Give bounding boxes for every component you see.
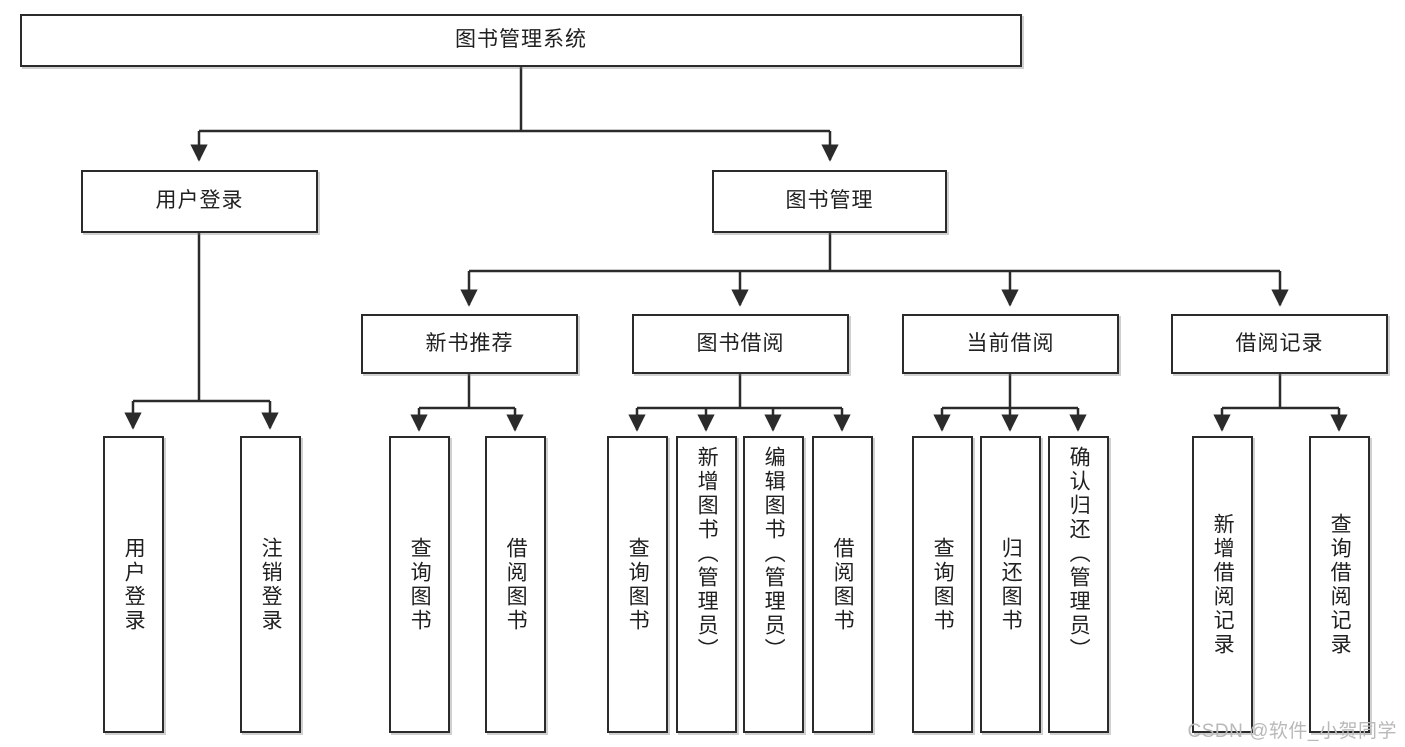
- leaf-return-book[interactable]: 归还图书: [980, 436, 1041, 733]
- leaf-query-book-2-label: 查询图书: [626, 536, 650, 633]
- leaf-user-login-label: 用户登录: [122, 536, 146, 633]
- node-current-borrow-label: 当前借阅: [966, 331, 1055, 355]
- leaf-borrow-book-2[interactable]: 借阅图书: [812, 436, 873, 733]
- leaf-logout-label: 注销登录: [259, 536, 283, 633]
- node-book-manage-label: 图书管理: [785, 189, 874, 213]
- node-book-manage[interactable]: 图书管理: [712, 170, 947, 233]
- leaf-add-record[interactable]: 新增借阅记录: [1192, 436, 1253, 733]
- watermark: CSDN @软件_小贺同学: [1187, 721, 1397, 742]
- node-book-borrow[interactable]: 图书借阅: [632, 314, 849, 374]
- leaf-query-book-3-label: 查询图书: [931, 536, 955, 633]
- leaf-borrow-book-2-label: 借阅图书: [831, 536, 855, 633]
- leaf-query-book-1[interactable]: 查询图书: [389, 436, 450, 733]
- node-root-label: 图书管理系统: [455, 28, 587, 52]
- leaf-return-book-label: 归还图书: [999, 536, 1023, 633]
- node-book-borrow-label: 图书借阅: [696, 331, 785, 355]
- leaf-add-book[interactable]: 新增图书（管理员）: [676, 436, 737, 733]
- leaf-query-record-label: 查询借阅记录: [1328, 512, 1352, 657]
- leaf-logout[interactable]: 注销登录: [240, 436, 301, 733]
- node-current-borrow[interactable]: 当前借阅: [902, 314, 1119, 374]
- leaf-confirm-return[interactable]: 确认归还（管理员）: [1048, 436, 1109, 733]
- leaf-confirm-return-label: 确认归还（管理员）: [1067, 446, 1091, 662]
- leaf-borrow-book-1[interactable]: 借阅图书: [485, 436, 546, 733]
- node-root[interactable]: 图书管理系统: [20, 14, 1022, 67]
- leaf-query-book-1-label: 查询图书: [408, 536, 432, 633]
- node-new-book-rec-label: 新书推荐: [425, 331, 514, 355]
- leaf-edit-book-label: 编辑图书（管理员）: [762, 446, 786, 662]
- leaf-borrow-book-1-label: 借阅图书: [504, 536, 528, 633]
- leaf-query-book-2[interactable]: 查询图书: [607, 436, 668, 733]
- leaf-add-book-label: 新增图书（管理员）: [695, 446, 719, 662]
- leaf-edit-book[interactable]: 编辑图书（管理员）: [743, 436, 804, 733]
- node-user-login[interactable]: 用户登录: [81, 170, 318, 233]
- leaf-user-login[interactable]: 用户登录: [103, 436, 164, 733]
- node-new-book-rec[interactable]: 新书推荐: [361, 314, 578, 374]
- node-borrow-record[interactable]: 借阅记录: [1171, 314, 1388, 374]
- leaf-query-book-3[interactable]: 查询图书: [912, 436, 973, 733]
- leaf-add-record-label: 新增借阅记录: [1211, 512, 1235, 657]
- leaf-query-record[interactable]: 查询借阅记录: [1309, 436, 1370, 733]
- node-user-login-label: 用户登录: [155, 189, 244, 213]
- node-borrow-record-label: 借阅记录: [1235, 331, 1324, 355]
